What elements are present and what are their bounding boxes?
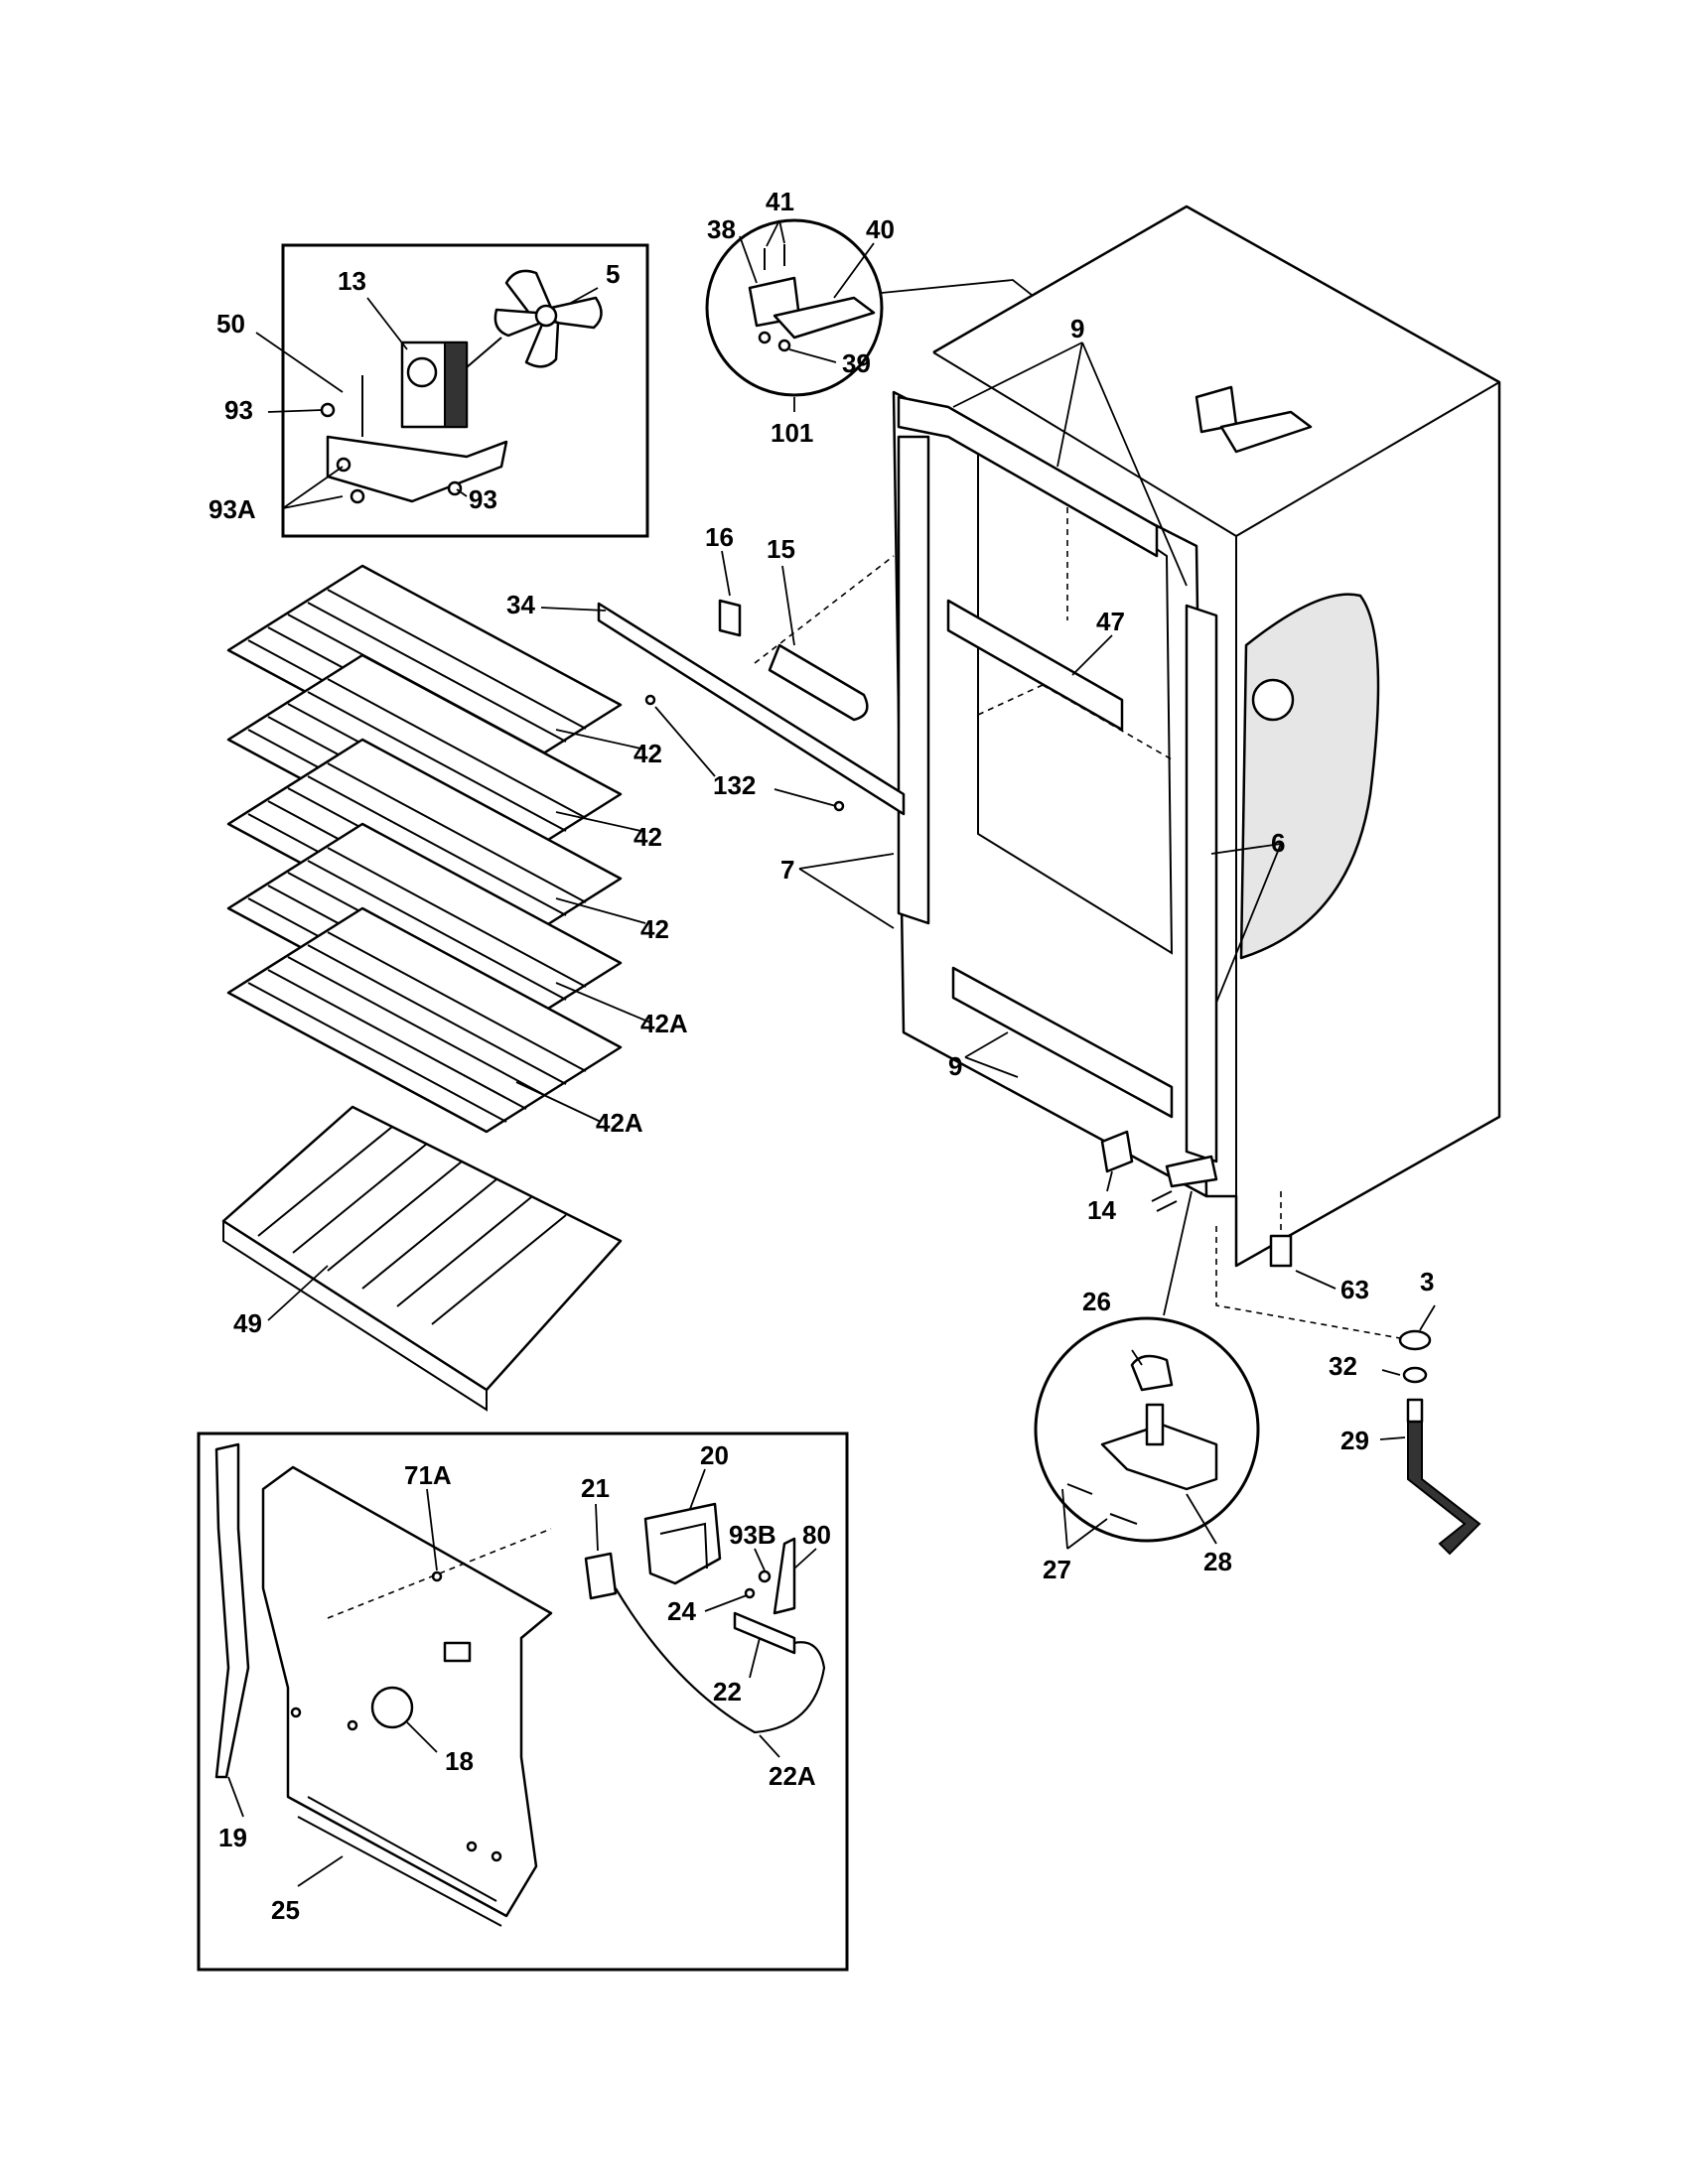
screw-93 — [320, 402, 336, 418]
control-panel-inset: 71A 21 20 93B 80 24 22 22A 18 19 25 — [197, 1432, 849, 1972]
label-39: 39 — [842, 348, 871, 378]
label-34: 34 — [506, 590, 535, 619]
label-38: 38 — [707, 214, 736, 244]
gasket-left — [897, 435, 930, 925]
freezer-cabinet: 9 47 6 7 9 — [780, 205, 1501, 1268]
basket: 49 — [221, 1105, 623, 1412]
label-14: 14 — [1087, 1195, 1116, 1225]
shelf-42A-2 — [226, 906, 623, 1134]
screw-93B — [758, 1570, 772, 1583]
lower-hinge-detail: 26 27 28 — [1034, 1190, 1260, 1584]
motor-hub — [406, 356, 438, 388]
label-42-2: 42 — [633, 822, 662, 852]
label-19: 19 — [218, 1823, 247, 1852]
gasket-right — [1185, 604, 1218, 1163]
thermostat — [584, 1552, 618, 1600]
gasket-bottom — [951, 966, 1174, 1119]
control-panel — [261, 1465, 553, 1918]
label-50: 50 — [216, 309, 245, 339]
shelves: 42 42 42 42A 42A — [226, 564, 688, 1138]
label-40: 40 — [866, 214, 895, 244]
control-panel-inset-frame — [197, 1432, 849, 1972]
screw-93-2 — [447, 480, 463, 496]
label-132: 132 — [713, 770, 756, 800]
top-hinge-detail-circle — [705, 218, 884, 397]
label-42A-2: 42A — [596, 1108, 643, 1138]
door-switch — [1100, 1130, 1134, 1173]
label-71A: 71A — [404, 1460, 452, 1490]
fan-motor-inset-frame — [281, 243, 649, 538]
label-13: 13 — [338, 266, 366, 296]
top-hinge-detail: 41 38 40 39 101 — [705, 187, 1212, 448]
label-6: 6 — [1271, 828, 1285, 858]
washer — [1402, 1366, 1428, 1384]
label-16: 16 — [705, 522, 734, 552]
screw-24 — [744, 1587, 756, 1599]
label-27: 27 — [1043, 1555, 1071, 1584]
label-9-bottom: 9 — [948, 1051, 962, 1081]
capillary-tube — [615, 1587, 826, 1734]
label-93-lower: 93 — [469, 484, 497, 514]
label-42-3: 42 — [640, 914, 669, 944]
light-bulb — [768, 643, 869, 722]
thermostat-housing — [643, 1502, 722, 1585]
label-5: 5 — [606, 259, 620, 289]
label-22A: 22A — [769, 1761, 816, 1791]
label-9-top: 9 — [1070, 314, 1084, 343]
light-assembly: 16 15 34 132 — [506, 522, 906, 816]
label-63: 63 — [1340, 1275, 1369, 1304]
label-7: 7 — [780, 855, 794, 885]
fan-blade — [493, 269, 603, 368]
label-25: 25 — [271, 1895, 300, 1925]
shelf-rail — [946, 599, 1124, 732]
gasket-top — [897, 395, 1159, 558]
leg-cap — [1398, 1329, 1432, 1351]
leveling-wrench — [1407, 1419, 1481, 1556]
label-32: 32 — [1329, 1351, 1357, 1381]
hinge-arm — [773, 296, 876, 340]
label-80: 80 — [802, 1520, 831, 1550]
basket-body — [221, 1105, 623, 1392]
leveling-leg — [1269, 1234, 1293, 1268]
door-switch-and-hinge: 14 63 3 32 29 — [1087, 1130, 1481, 1556]
light-socket — [718, 599, 742, 637]
label-21: 21 — [581, 1473, 610, 1503]
label-42A-1: 42A — [640, 1009, 688, 1038]
label-29: 29 — [1340, 1426, 1369, 1455]
capillary-clip — [733, 1611, 796, 1655]
breaker-strip — [214, 1442, 250, 1779]
label-93B: 93B — [729, 1520, 776, 1550]
label-24: 24 — [667, 1596, 696, 1626]
label-41: 41 — [766, 187, 794, 216]
lower-hinge-detail-circle — [1034, 1316, 1260, 1543]
hinge-pin — [1130, 1354, 1174, 1392]
label-22: 22 — [713, 1677, 742, 1706]
lower-hinge — [1165, 1155, 1218, 1188]
label-18: 18 — [445, 1746, 474, 1776]
label-3: 3 — [1420, 1267, 1434, 1297]
label-28: 28 — [1203, 1547, 1232, 1576]
label-49: 49 — [233, 1308, 262, 1338]
label-15: 15 — [767, 534, 795, 564]
label-42-1: 42 — [633, 739, 662, 768]
light-cover-rail — [597, 602, 906, 816]
label-93: 93 — [224, 395, 253, 425]
screw-93a-1 — [350, 488, 365, 504]
label-26: 26 — [1082, 1287, 1111, 1316]
thermostat-knob — [370, 1686, 414, 1729]
motor-shaft — [466, 337, 502, 368]
panel-cutout — [443, 1641, 472, 1663]
label-20: 20 — [700, 1440, 729, 1470]
fan-motor-inset: 5 13 50 93 93 93A — [209, 243, 649, 538]
motor-coil — [444, 341, 468, 428]
label-93A: 93A — [209, 494, 256, 524]
label-101: 101 — [771, 418, 813, 448]
capillary-bracket — [773, 1537, 796, 1615]
label-47: 47 — [1096, 607, 1125, 636]
